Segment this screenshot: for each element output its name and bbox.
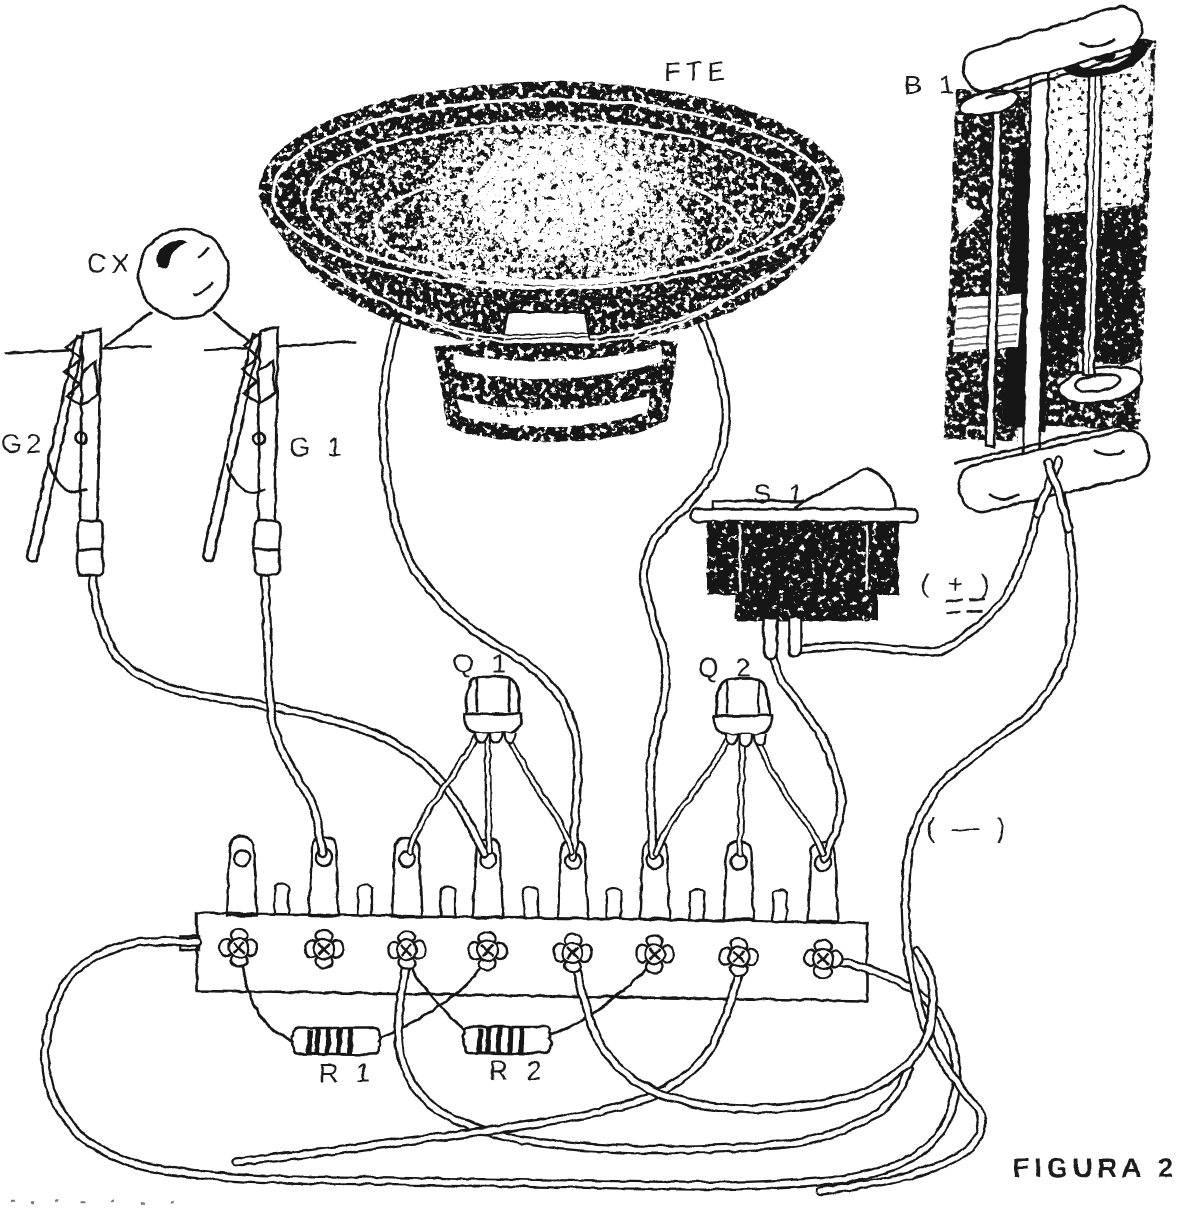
svg-text:S 1: S 1: [752, 478, 808, 508]
svg-text:FIGURA 2: FIGURA 2: [1012, 1152, 1177, 1182]
svg-text:R 2: R 2: [488, 1055, 545, 1085]
svg-text:( — ): ( — ): [925, 812, 1010, 842]
svg-text:B 1: B 1: [903, 69, 959, 99]
svg-text:( + ): ( + ): [920, 568, 994, 598]
svg-text:R 1: R 1: [318, 1057, 375, 1087]
svg-text:Q 2: Q 2: [697, 652, 756, 682]
svg-text:CX: CX: [86, 248, 134, 278]
svg-text:G2: G2: [0, 428, 46, 458]
svg-text:FTE: FTE: [663, 56, 729, 86]
svg-text:G 1: G 1: [288, 431, 347, 461]
svg-text:Q 1: Q 1: [452, 648, 511, 678]
